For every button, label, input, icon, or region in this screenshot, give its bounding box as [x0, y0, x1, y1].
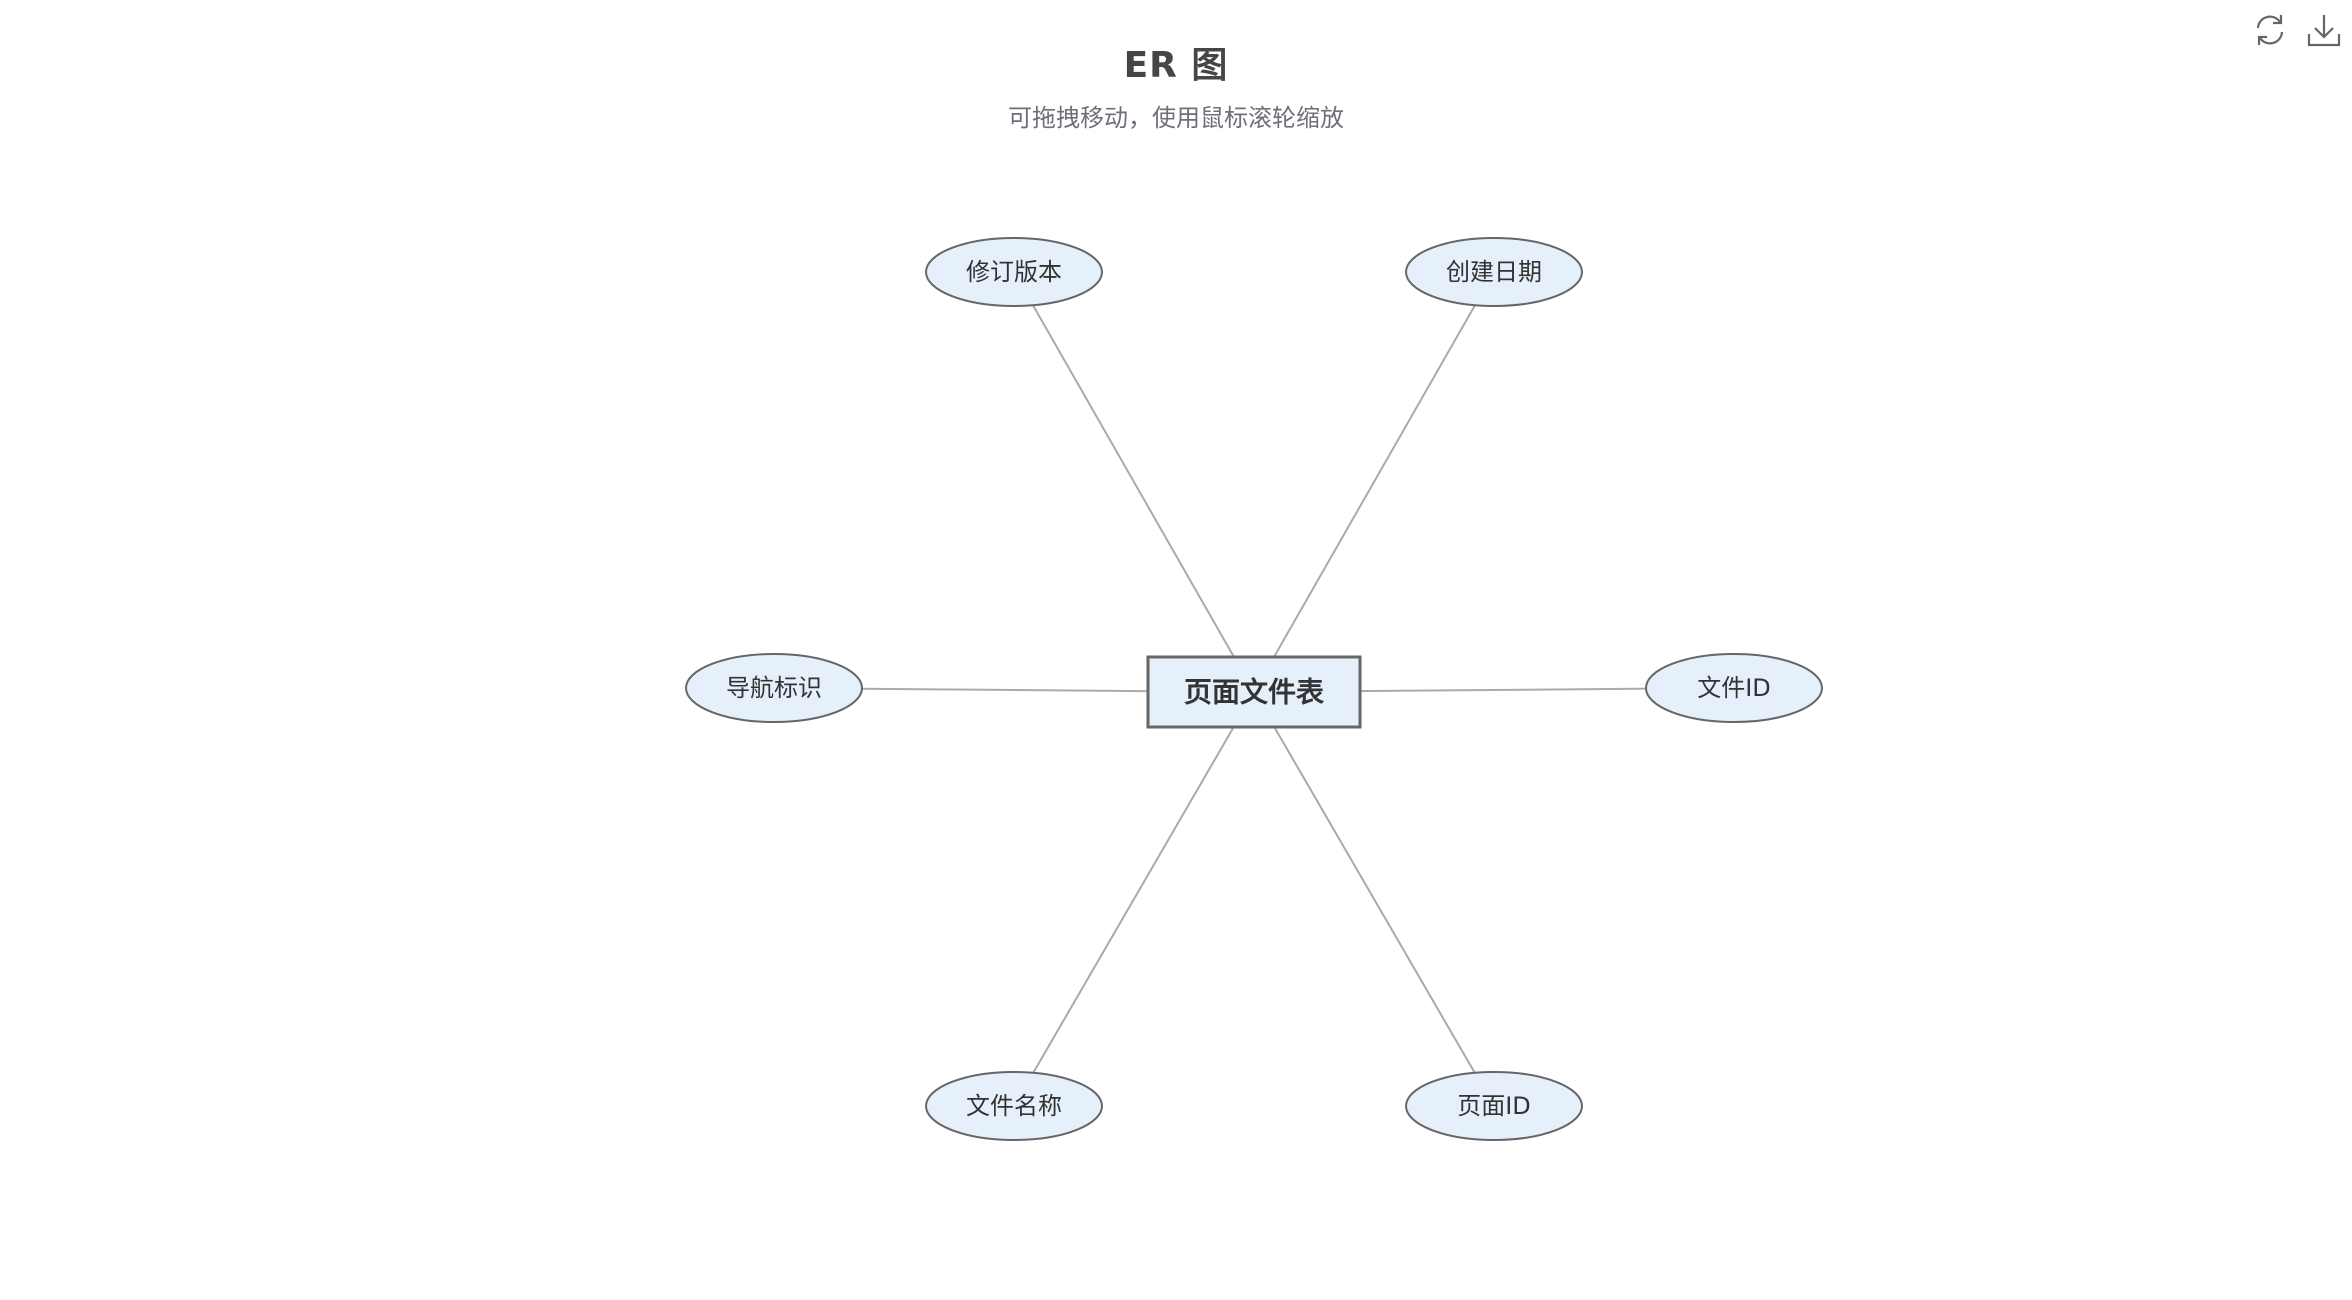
attribute-node[interactable]: 页面ID — [1405, 1071, 1583, 1141]
entity-box — [1146, 655, 1362, 729]
attribute-ellipse — [925, 237, 1103, 307]
attribute-ellipse — [1405, 237, 1583, 307]
toolbox — [2252, 12, 2342, 48]
attribute-label: 页面ID — [1457, 1092, 1531, 1120]
attribute-node[interactable]: 文件名称 — [925, 1071, 1103, 1141]
attribute-label: 文件名称 — [966, 1092, 1062, 1120]
attribute-label: 文件ID — [1697, 674, 1771, 702]
attribute-node[interactable]: 文件ID — [1645, 653, 1823, 723]
attribute-label: 创建日期 — [1446, 258, 1542, 286]
attribute-ellipse — [925, 1071, 1103, 1141]
relation-edge — [1013, 271, 1255, 693]
attribute-node[interactable]: 修订版本 — [925, 237, 1103, 307]
refresh-icon — [2256, 15, 2284, 45]
attribute-node[interactable]: 创建日期 — [1405, 237, 1583, 307]
attribute-label: 导航标识 — [726, 674, 822, 702]
relation-edge — [1253, 271, 1495, 693]
attribute-node[interactable]: 导航标识 — [685, 653, 863, 723]
attribute-ellipse — [1405, 1071, 1583, 1141]
relation-edge — [1013, 691, 1255, 1107]
attribute-ellipse — [1645, 653, 1823, 723]
entity-label: 页面文件表 — [1184, 676, 1324, 709]
attribute-ellipse — [685, 653, 863, 723]
restore-button[interactable] — [2252, 12, 2288, 48]
save-image-button[interactable] — [2306, 12, 2342, 48]
page-subtitle: 可拖拽移动，使用鼠标滚轮缩放 — [1008, 104, 1344, 132]
attribute-label: 修订版本 — [966, 258, 1062, 286]
download-icon — [2307, 15, 2341, 47]
page-title: ER 图 — [1123, 45, 1229, 86]
relation-edge — [1253, 691, 1495, 1107]
entity-node[interactable]: 页面文件表 — [1146, 655, 1362, 729]
